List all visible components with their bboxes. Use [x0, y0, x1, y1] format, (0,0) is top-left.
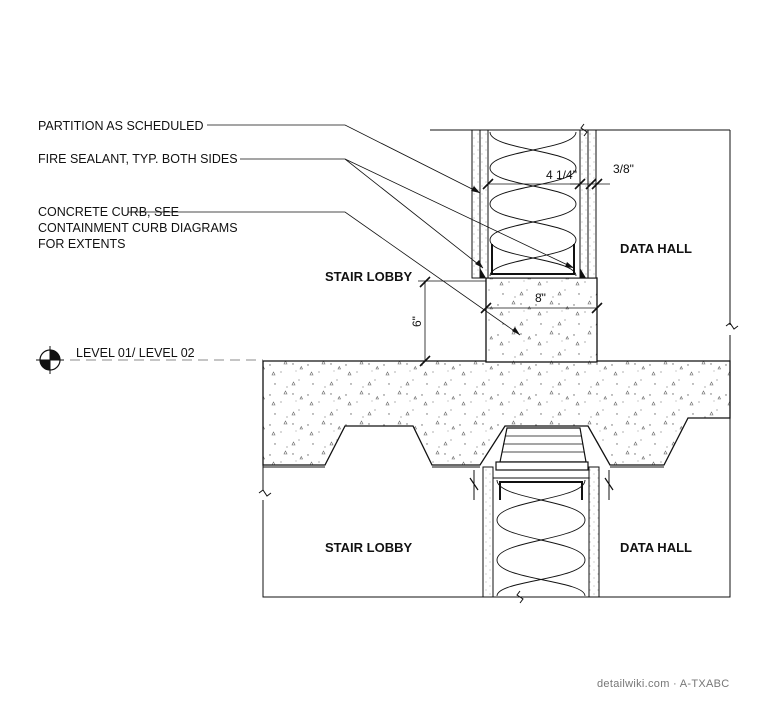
deflection-head	[495, 427, 589, 471]
note-fire-sealant: FIRE SEALANT, TYP. BOTH SIDES	[38, 152, 238, 166]
fire-sealant-beads	[480, 268, 586, 278]
note-curb-line1: CONCRETE CURB, SEE	[38, 205, 179, 219]
note-curb-line3: FOR EXTENTS	[38, 237, 126, 251]
lower-partition	[482, 466, 600, 598]
concrete-curb	[485, 277, 598, 363]
room-stair-lobby-upper: STAIR LOBBY	[325, 269, 412, 284]
concrete-slab	[262, 360, 731, 466]
dim-wall-width: 4 1/4"	[546, 168, 577, 182]
dimension-curb-width	[480, 302, 603, 314]
level-label: LEVEL 01/ LEVEL 02	[76, 346, 195, 360]
dim-curb-height: 6"	[410, 316, 424, 327]
break-line-upper	[430, 123, 739, 361]
dim-curb-width: 8"	[535, 291, 546, 305]
level-marker	[36, 346, 263, 374]
dimension-curb-height	[418, 276, 486, 367]
note-partition: PARTITION AS SCHEDULED	[38, 119, 204, 133]
upper-partition	[471, 129, 597, 279]
lower-frame	[258, 361, 731, 604]
dimension-gap	[570, 178, 610, 190]
note-curb-line2: CONTAINMENT CURB DIAGRAMS	[38, 221, 238, 235]
room-data-hall-upper: DATA HALL	[620, 241, 692, 256]
room-data-hall-lower: DATA HALL	[620, 540, 692, 555]
leader-arrowheads	[471, 186, 574, 335]
note-leaders	[128, 124, 575, 336]
watermark: detailwiki.com · A-TXABC	[597, 678, 730, 690]
room-stair-lobby-lower: STAIR LOBBY	[325, 540, 412, 555]
dim-gap: 3/8"	[613, 162, 634, 176]
